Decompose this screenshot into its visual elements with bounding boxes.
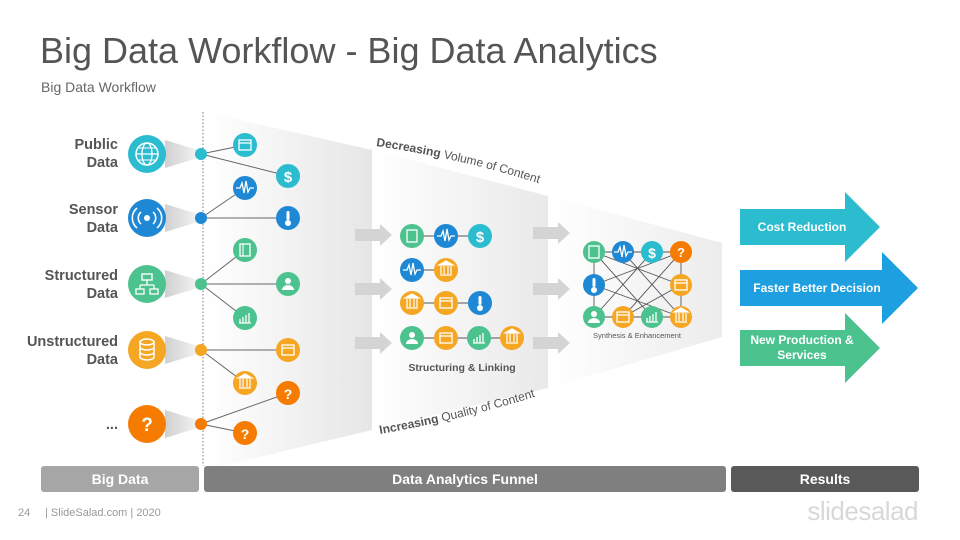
source-label-unstructured: Unstructured Data	[13, 333, 118, 369]
branch-node	[195, 212, 207, 224]
source-label-structured: Structured Data	[13, 267, 118, 303]
svg-text:?: ?	[241, 426, 250, 442]
question-icon: ?	[276, 381, 300, 405]
flow-arrows	[355, 222, 570, 354]
stage2-label: Synthesis & Enhancement	[593, 331, 682, 340]
question-icon: ?	[233, 421, 257, 445]
funnel-section-2	[372, 150, 548, 430]
structured-data-network-icon	[128, 265, 166, 303]
branch-node	[195, 344, 207, 356]
dollar-icon: $	[276, 164, 300, 188]
dollar-icon: $	[468, 224, 492, 248]
result-faster-better-decision: Faster Better Decision	[753, 280, 881, 295]
other-data-question-icon: ?	[128, 405, 166, 443]
source-label-other: ...	[13, 416, 118, 434]
label-line: Unstructured	[26, 334, 118, 350]
slide-subtitle: Big Data Workflow	[41, 79, 156, 95]
bank-icon	[400, 291, 424, 315]
cost-reduction-arrow	[740, 192, 880, 262]
user-icon	[276, 272, 300, 296]
brand-logo: slidesalad	[807, 496, 918, 526]
sensor-data-sensor-icon	[128, 199, 166, 237]
source-label-public: Public Data	[13, 136, 118, 172]
svg-text:$: $	[648, 245, 656, 261]
calendar-icon	[434, 326, 458, 350]
user-icon	[400, 326, 424, 350]
beam	[165, 204, 201, 232]
dollar-icon: $	[641, 241, 663, 263]
thermometer-icon	[468, 291, 492, 315]
band-big-data: Big Data	[41, 466, 199, 492]
label-line: ...	[105, 417, 118, 433]
notebook-icon	[233, 238, 257, 262]
footer-source: | SlideSalad.com | 2020	[45, 507, 161, 519]
svg-text:$: $	[476, 229, 485, 246]
stage1-label: Structuring & Linking	[408, 362, 515, 374]
thermometer-icon	[276, 206, 300, 230]
bank-icon	[500, 326, 524, 350]
growth-chart-icon	[467, 326, 491, 350]
flow-arrow	[355, 278, 392, 300]
funnel-section-3	[548, 196, 722, 388]
flow-arrow	[533, 278, 570, 300]
result-cost-reduction: Cost Reduction	[757, 219, 847, 234]
band-results: Results	[731, 466, 919, 492]
result-new-production-services: New Production & Services	[750, 333, 854, 362]
label-line: Data	[86, 352, 118, 368]
question-icon: ?	[670, 241, 692, 263]
slide-title: Big Data Workflow - Big Data Analytics	[40, 30, 658, 71]
label-line: Sensor	[68, 202, 118, 218]
calendar-icon	[612, 306, 634, 328]
svg-text:$: $	[284, 169, 293, 186]
notebook-icon	[583, 241, 605, 263]
calendar-icon	[434, 291, 458, 315]
bank-icon	[670, 306, 692, 328]
flow-arrow	[533, 332, 570, 354]
pulse-icon	[434, 224, 458, 248]
label-line: Data	[86, 286, 118, 302]
unstructured-data-database-icon	[128, 331, 166, 369]
branch-node	[195, 418, 207, 430]
thermometer-icon	[583, 274, 605, 296]
calendar-icon	[670, 274, 692, 296]
public-data-globe-icon	[128, 135, 166, 173]
beam	[165, 140, 201, 168]
label-line: Structured	[44, 268, 118, 284]
beam	[165, 270, 201, 298]
pulse-icon	[233, 176, 257, 200]
branch-node	[195, 278, 207, 290]
page-number: 24	[18, 507, 31, 519]
flow-arrow	[533, 222, 570, 244]
source-label-sensor: Sensor Data	[13, 201, 118, 237]
user-icon	[583, 306, 605, 328]
growth-chart-icon	[641, 306, 663, 328]
pulse-icon	[400, 258, 424, 282]
bank-icon	[233, 371, 257, 395]
new-production-services-arrow	[740, 313, 880, 383]
band-data-analytics-funnel: Data Analytics Funnel	[204, 466, 726, 492]
notebook-icon	[400, 224, 424, 248]
label-line: Data	[86, 155, 118, 171]
faster-better-decision-arrow	[740, 252, 918, 324]
beam	[165, 410, 201, 438]
branch-node	[195, 148, 207, 160]
question-glyph: ?	[141, 415, 153, 436]
beam	[165, 336, 201, 364]
calendar-icon	[276, 338, 300, 362]
svg-text:?: ?	[284, 386, 293, 402]
label-line: Data	[86, 220, 118, 236]
flow-arrow	[355, 224, 392, 246]
calendar-icon	[233, 133, 257, 157]
growth-chart-icon	[233, 306, 257, 330]
bank-icon	[434, 258, 458, 282]
pulse-icon	[612, 241, 634, 263]
flow-arrow	[355, 332, 392, 354]
svg-text:?: ?	[677, 245, 685, 260]
label-line: Public	[74, 137, 118, 153]
